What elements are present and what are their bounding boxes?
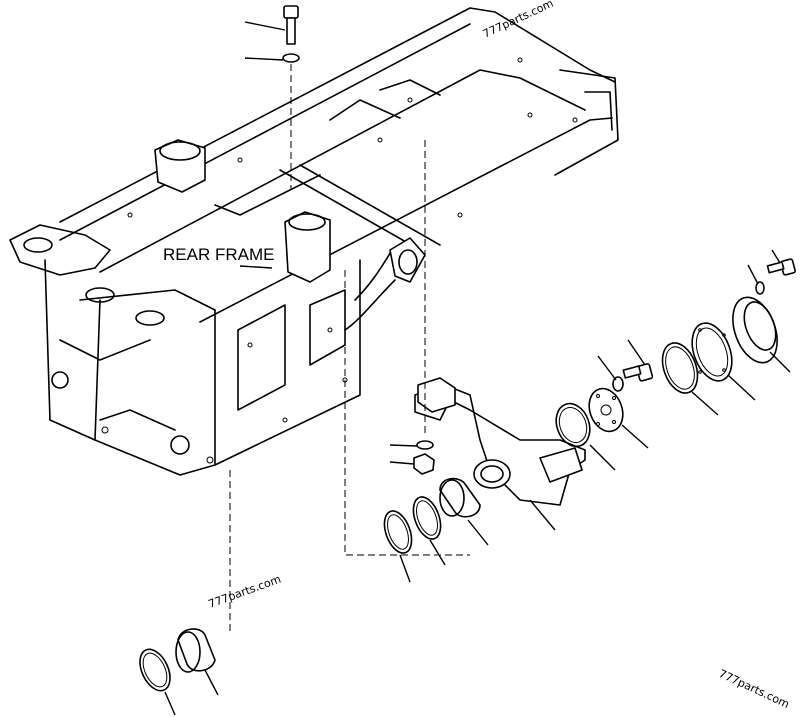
seal-ring-3 [139,648,176,716]
rear-frame-label: REAR FRAME [163,245,274,264]
seal-ring-2 [383,510,413,583]
centerline-front [344,270,470,556]
bushing-front [439,477,489,546]
nut-left [389,453,435,475]
watermark-bottom: 777parts.com [717,667,792,711]
seal-ring-4 [555,402,616,471]
rear-frame: REAR FRAME [9,7,619,476]
axle-support [414,377,586,531]
washer-pivot [597,355,624,392]
washer-cover [747,264,765,295]
retainer-plate [588,387,649,449]
bolt-top [244,5,299,45]
watermark-middle: 777parts.com [207,573,283,611]
washer-left [389,440,434,450]
bolt-cover [766,249,796,276]
watermark-top: 777parts.com [481,0,556,41]
bolt-pivot [622,339,654,382]
shim-ring [661,342,719,416]
cover-plate [732,296,791,373]
seal-ring-1 [412,496,446,566]
gasket-ring [691,322,756,401]
washer-top [244,53,300,63]
bushing-rear [175,628,219,696]
